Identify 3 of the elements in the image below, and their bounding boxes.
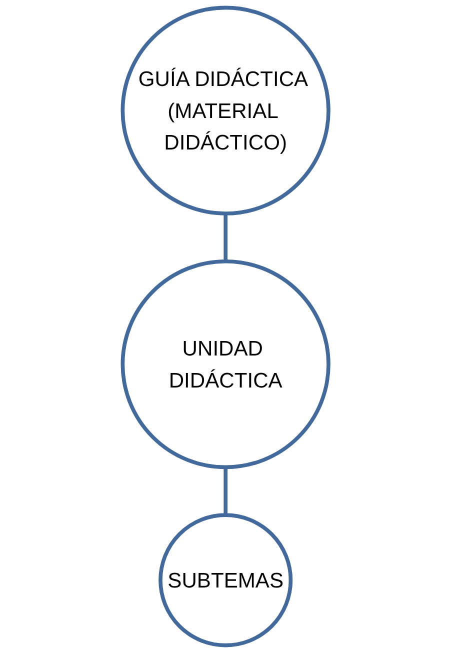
- node-circle: UNIDAD DIDÁCTICA: [120, 259, 330, 470]
- node-circle: SUBTEMAS: [158, 513, 293, 648]
- node-circle: GUÍA DIDÁCTICA (MATERIAL DIDÁCTICO): [120, 6, 330, 216]
